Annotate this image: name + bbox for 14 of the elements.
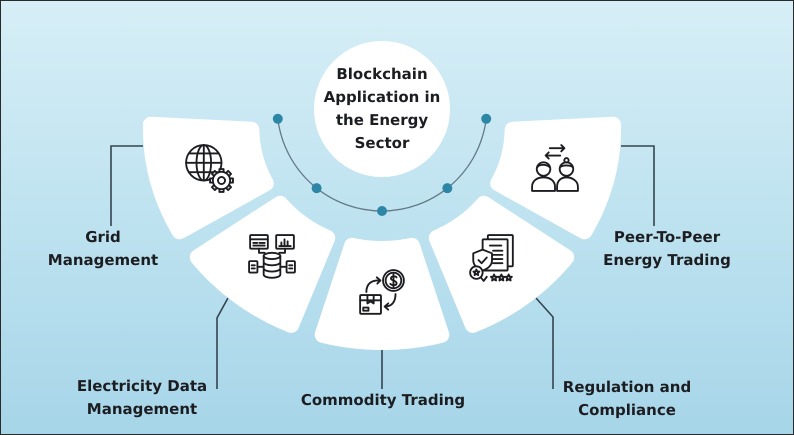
category-label: Regulation and Compliance [562, 376, 692, 422]
leader-line [110, 145, 143, 226]
leader-line [536, 298, 554, 389]
leader-line [216, 298, 229, 389]
fan-segment [142, 116, 274, 240]
category-label: Electricity Data Management [76, 375, 208, 421]
category-label: Peer-To-Peer Energy Trading [602, 226, 732, 272]
leader-line [621, 145, 655, 226]
category-label: Grid Management [46, 226, 160, 272]
category-label: Commodity Trading [300, 389, 466, 412]
circle-title: Blockchain Application in the Energy Sector [322, 64, 442, 154]
fan-segment [189, 195, 336, 333]
fan-segment [314, 237, 450, 350]
leader-line [381, 350, 383, 389]
